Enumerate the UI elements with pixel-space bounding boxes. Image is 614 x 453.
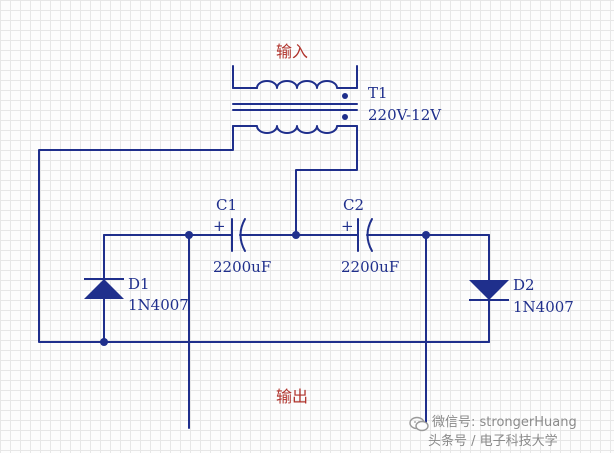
d2-value-label: 1N4007: [513, 298, 574, 316]
d1-value-label: 1N4007: [128, 296, 189, 314]
d2-ref-label: D2: [513, 276, 535, 294]
transformer-core: [232, 103, 358, 111]
c1-plus-sign: +: [213, 217, 226, 235]
transformer-secondary-coil: [232, 125, 358, 134]
c1-value-label: 2200uF: [213, 258, 271, 276]
c2-value-label: 2200uF: [341, 258, 399, 276]
junction-dots: [100, 231, 430, 346]
transformer-primary-coil: [256, 80, 342, 89]
output-label: 输出: [276, 387, 308, 406]
c2-ref-label: C2: [343, 196, 364, 214]
diode-d1: [84, 278, 124, 299]
transformer-ref-label: T1: [368, 84, 388, 102]
primary-terminal-wires: [232, 65, 358, 89]
watermark-line-1: 微信号: strongerHuang: [432, 415, 577, 430]
watermark-line-2: 头条号 / 电子科技大学: [428, 434, 558, 449]
transformer-value-label: 220V-12V: [368, 106, 442, 124]
wire-secondary-right: [295, 125, 358, 236]
transformer-polarity-dots: [342, 93, 348, 120]
wechat-icon: [409, 416, 429, 432]
watermark: 微信号: strongerHuang 头条号 / 电子科技大学: [404, 413, 609, 451]
c2-plus-sign: +: [341, 217, 354, 235]
input-label: 输入: [276, 42, 308, 61]
c1-ref-label: C1: [216, 196, 237, 214]
d1-ref-label: D1: [128, 275, 150, 293]
diode-d2: [469, 280, 509, 301]
